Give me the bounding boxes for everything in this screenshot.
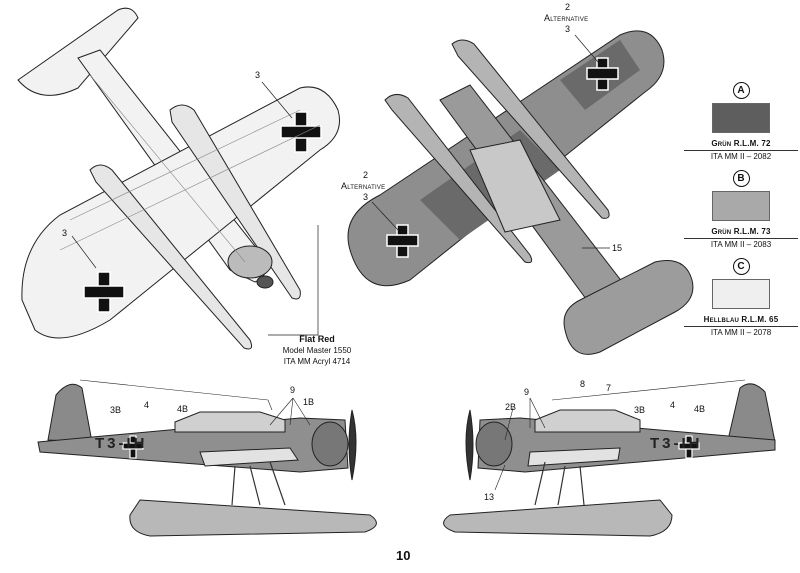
underside-spinner — [256, 275, 274, 289]
swatch-a-letter: A — [732, 82, 750, 99]
swatch-c-name: Hellblau R.L.M. 65 — [703, 315, 779, 324]
callout-underside-3-top: 3 — [255, 70, 261, 80]
swatch-a-color — [712, 103, 770, 133]
top-view — [347, 30, 694, 355]
side-view-right — [443, 379, 776, 537]
swatch-b-letter: B — [732, 170, 750, 187]
paint-note-line1: Model Master 1550 — [282, 346, 352, 355]
underside-cross-left — [83, 271, 125, 313]
callout-side-left-1b: 1B — [303, 397, 315, 407]
swatch-b-name: Grün R.L.M. 73 — [711, 227, 771, 236]
underside-engine — [227, 245, 273, 279]
underside-tailplane — [17, 7, 139, 96]
top-float-left — [384, 94, 533, 264]
callout-side-right-4: 4 — [670, 400, 676, 410]
callout-top-3-left: 3 — [363, 192, 369, 202]
callout-side-left-3b: 3B — [110, 405, 122, 415]
side-left-float — [129, 499, 377, 537]
swatch-b: B Grün R.L.M. 73 ITA MM II – 2083 — [682, 170, 800, 249]
underside-view — [17, 7, 340, 350]
swatch-c-letter: C — [732, 258, 750, 275]
callout-top-3-upper: 3 — [565, 24, 571, 34]
callout-side-right-13: 13 — [484, 492, 495, 502]
side-right-float — [443, 499, 673, 537]
callout-side-right-8: 8 — [580, 379, 586, 389]
fuselage-code-left: T3-IH — [95, 435, 148, 452]
callout-side-right-2b: 2B — [505, 402, 517, 412]
top-cross-upper — [586, 57, 619, 91]
swatch-b-color — [712, 191, 770, 221]
paint-note-line2: ITA MM Acryl 4714 — [283, 357, 351, 366]
callout-side-right-9: 9 — [524, 387, 530, 397]
top-cross-lower — [386, 224, 419, 258]
callout-side-left-9: 9 — [290, 385, 296, 395]
callout-side-left-4: 4 — [144, 400, 150, 410]
swatch-c-color — [712, 279, 770, 309]
underside-float-left — [89, 164, 252, 350]
callout-top-alternative-left: Alternative — [341, 181, 386, 191]
callout-top-15: 15 — [612, 243, 623, 253]
callout-side-left-4b: 4B — [177, 404, 189, 414]
swatch-c: C Hellblau R.L.M. 65 ITA MM II – 2078 — [682, 258, 800, 337]
side-view-left — [37, 379, 377, 537]
callout-top-alternative-upper: Alternative — [544, 13, 589, 23]
swatch-a: A Grün R.L.M. 72 ITA MM II – 2082 — [682, 82, 800, 161]
swatch-a-name: Grün R.L.M. 72 — [711, 139, 771, 148]
callout-side-right-7: 7 — [606, 383, 612, 393]
callout-underside-3-left: 3 — [62, 228, 68, 238]
page-number: 10 — [396, 548, 411, 563]
paint-note-title: Flat Red — [299, 334, 335, 344]
callout-top-2-left: 2 — [363, 170, 369, 180]
fuselage-code-right: T3-IH — [650, 435, 703, 452]
callout-side-right-4b: 4B — [694, 404, 706, 414]
top-canopy — [469, 139, 561, 233]
top-float-right — [451, 39, 610, 219]
underside-float-right — [169, 104, 301, 300]
swatch-b-code: ITA MM II – 2083 — [710, 240, 772, 249]
top-tailplane — [563, 260, 694, 355]
swatch-c-code: ITA MM II – 2078 — [710, 328, 772, 337]
callout-side-right-3b: 3B — [634, 405, 646, 415]
callout-top-2-upper: 2 — [565, 2, 571, 12]
paint-note: Flat Red Model Master 1550 ITA MM Acryl … — [262, 334, 372, 367]
swatch-a-code: ITA MM II – 2082 — [710, 152, 772, 161]
